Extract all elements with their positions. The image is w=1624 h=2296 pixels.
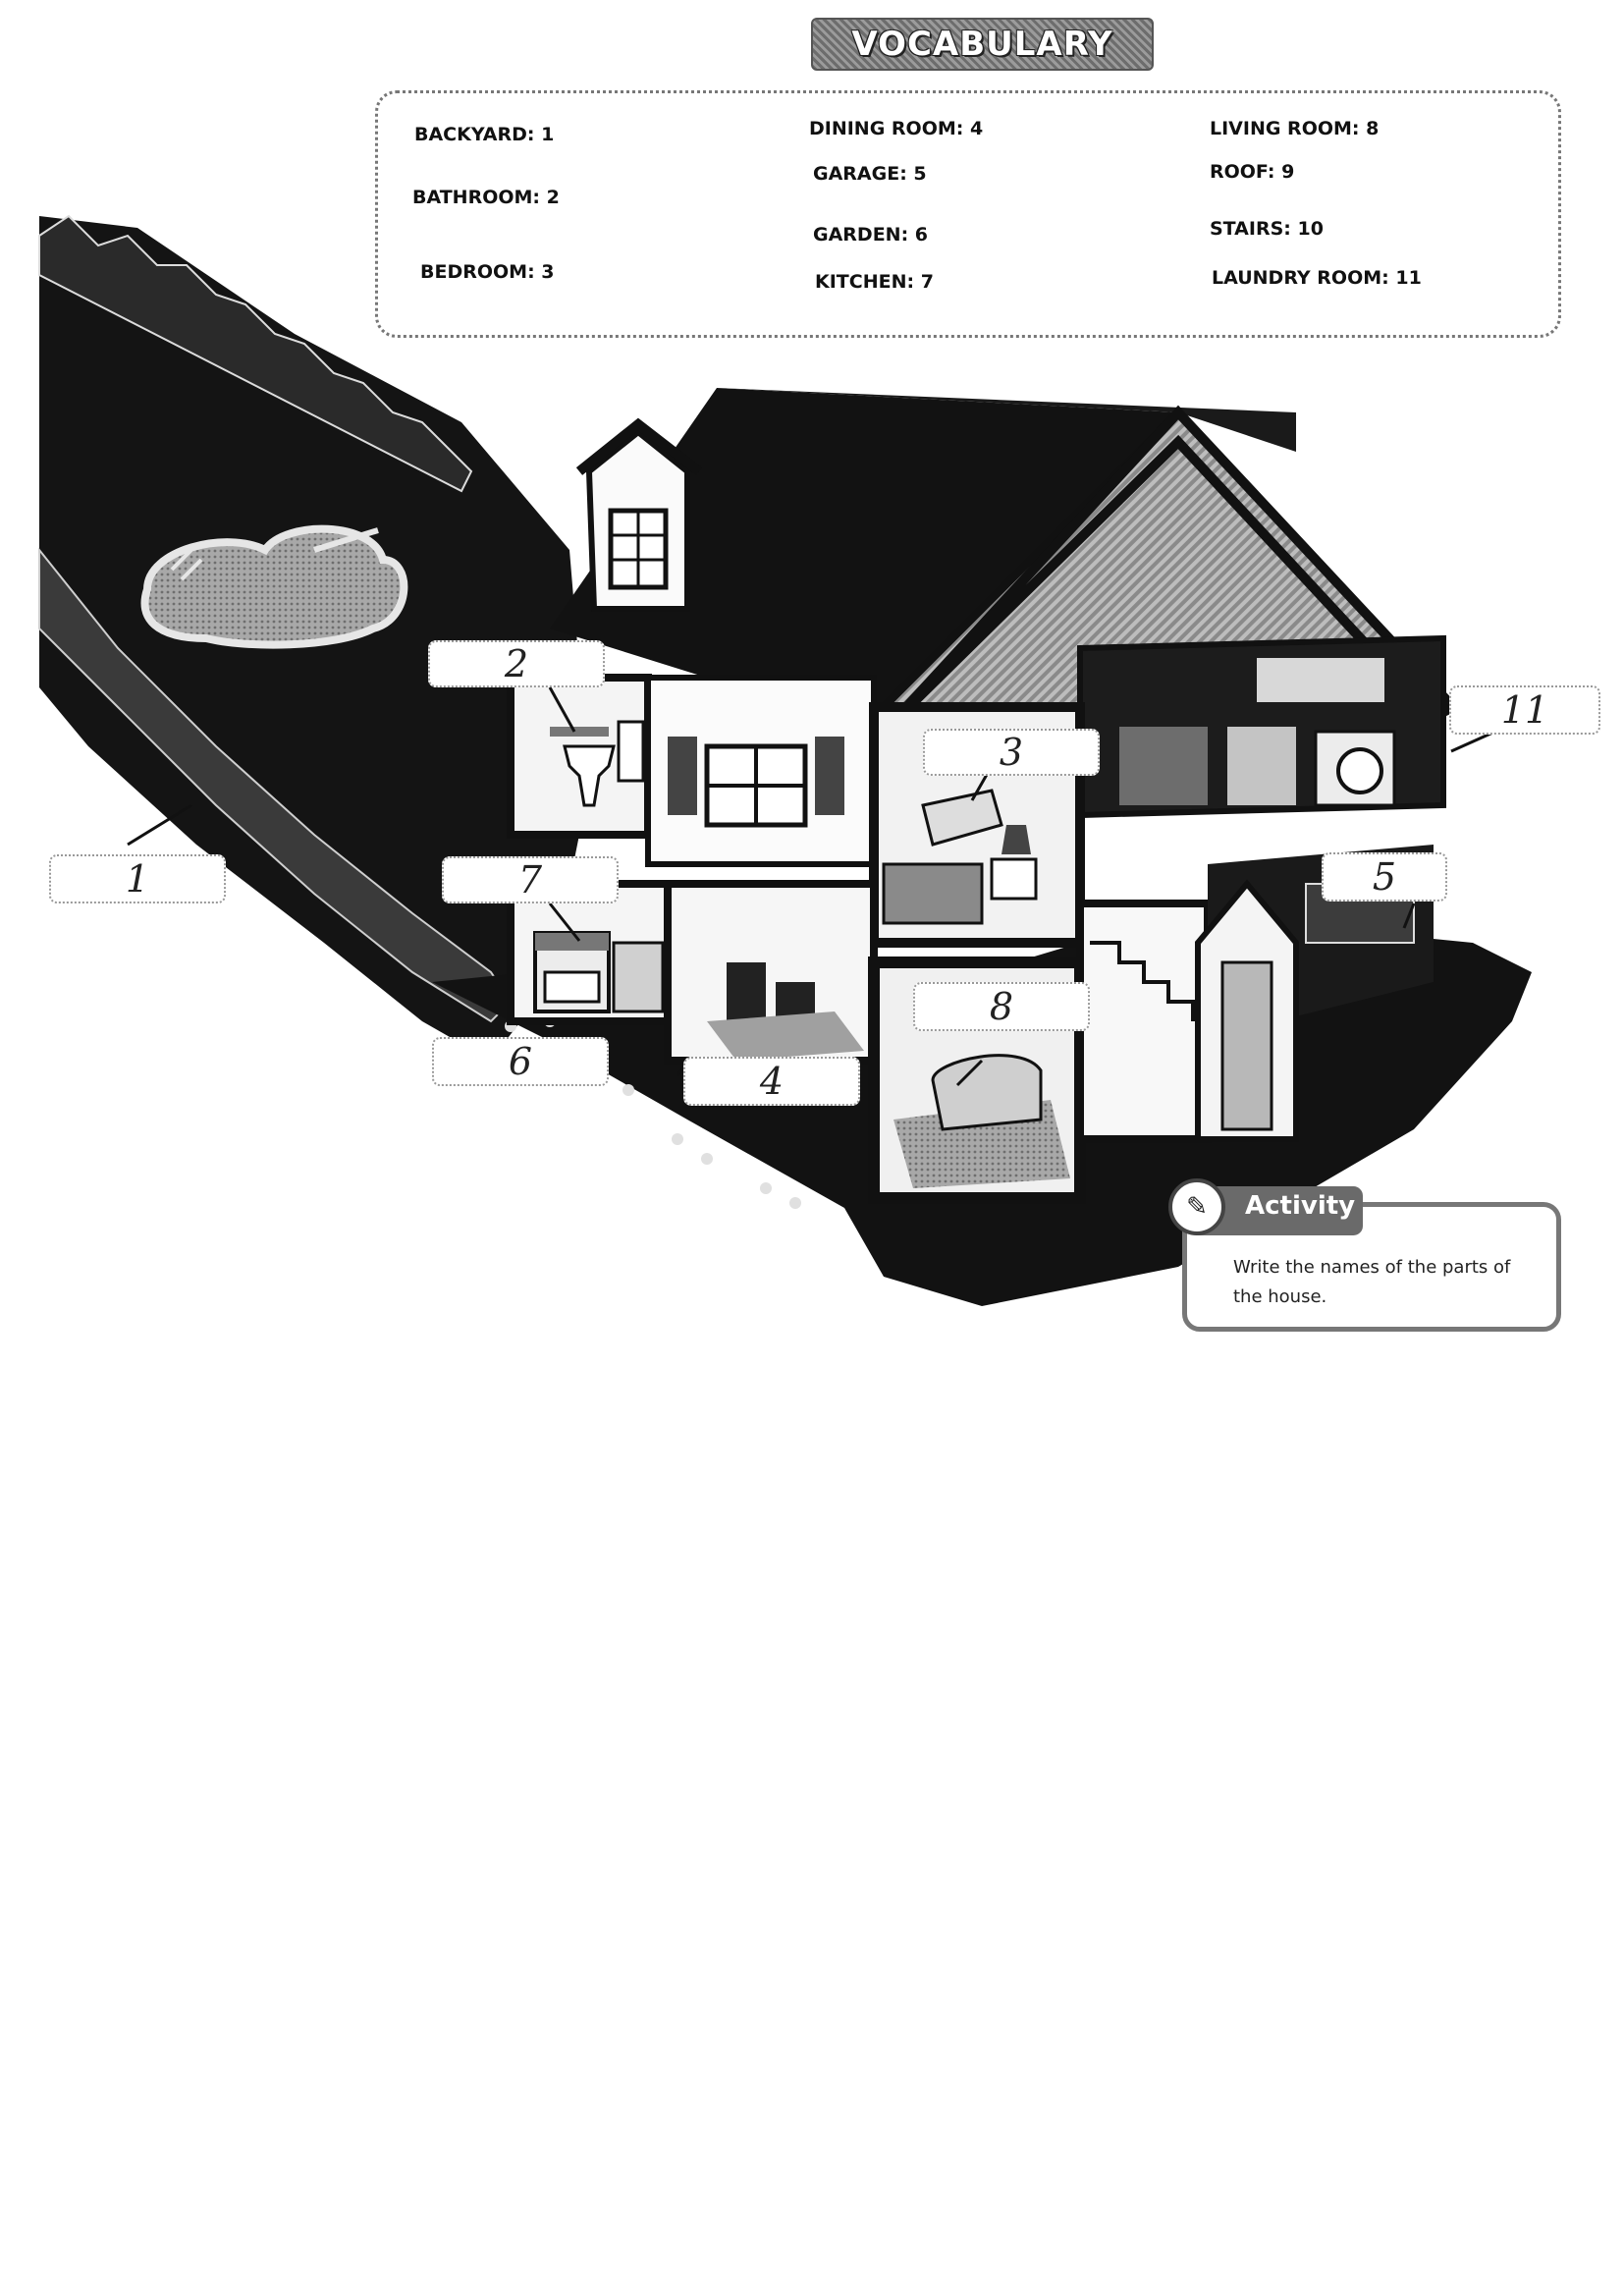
answer-box-bathroom[interactable]: 2: [428, 640, 605, 687]
answer-box-living-room[interactable]: 8: [913, 982, 1090, 1031]
answer-box-backyard[interactable]: 1: [49, 854, 226, 903]
activity-instruction: Write the names of the parts of the hous…: [1233, 1253, 1528, 1312]
kitchen: [511, 884, 668, 1021]
answer-box-bedroom[interactable]: 3: [923, 729, 1100, 776]
answer-box-garden[interactable]: 6: [432, 1037, 609, 1086]
answer-box-dining-room[interactable]: 4: [683, 1057, 860, 1106]
laundry-room: [1080, 638, 1443, 815]
bathroom: [511, 678, 648, 835]
pool: [145, 529, 405, 645]
answer-box-garage[interactable]: 5: [1322, 852, 1447, 902]
answer-box-kitchen[interactable]: 7: [442, 856, 619, 903]
front-wall: [648, 678, 874, 864]
stairs: [1080, 903, 1208, 1139]
pencil-icon: ✎: [1168, 1178, 1225, 1235]
house-illustration: [0, 0, 1624, 1375]
dining-room: [668, 884, 874, 1061]
activity-title: Activity: [1245, 1191, 1355, 1221]
answer-box-laundry-room[interactable]: 11: [1449, 685, 1600, 735]
